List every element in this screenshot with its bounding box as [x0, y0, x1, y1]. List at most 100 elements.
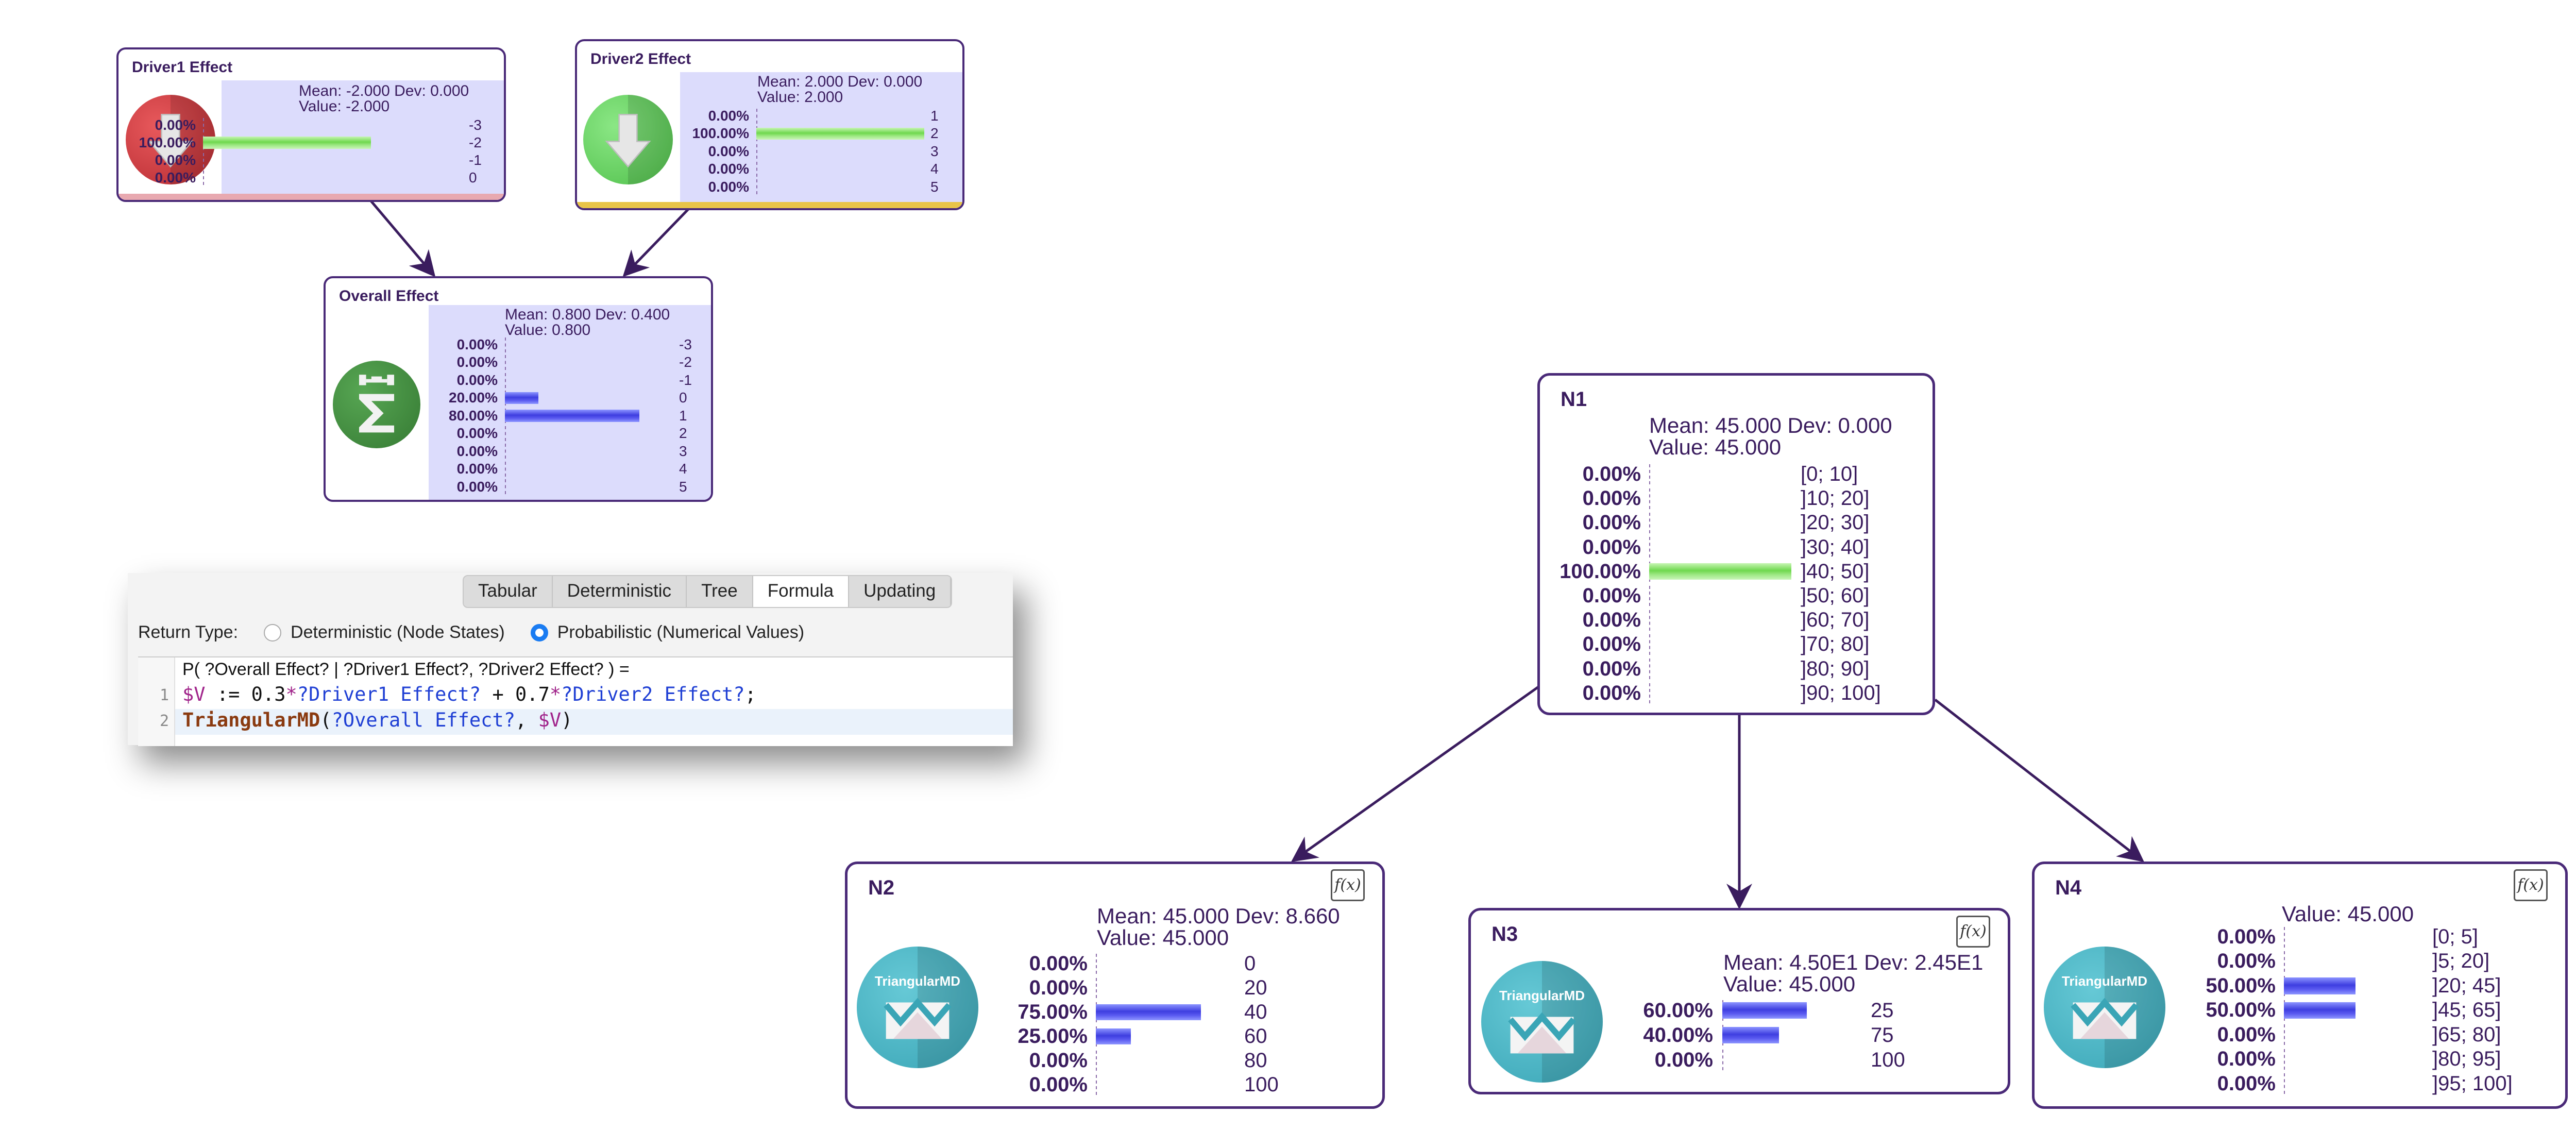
belief-row[interactable]: 0.00%3: [326, 443, 711, 460]
belief-row[interactable]: 0.00%4: [326, 460, 711, 478]
belief-row[interactable]: 100.00%2: [577, 125, 962, 142]
belief-row[interactable]: 40.00%75: [1471, 1023, 2008, 1048]
belief-row[interactable]: 0.00%80: [848, 1049, 1382, 1073]
state-label: -1: [679, 372, 692, 388]
belief-row[interactable]: 50.00%]45; 65]: [2035, 998, 2565, 1022]
belief-row[interactable]: 0.00%]80; 90]: [1540, 657, 1933, 681]
belief-row[interactable]: 0.00%5: [577, 178, 962, 196]
bar-baseline: [505, 426, 506, 441]
node-stats: Mean: 0.800 Dev: 0.400 Value: 0.800: [505, 307, 670, 338]
state-probability: 0.00%: [1582, 487, 1641, 510]
belief-row[interactable]: 0.00%-1: [118, 151, 504, 169]
edge-n1-n4: [1934, 699, 2144, 863]
state-probability: 0.00%: [1582, 511, 1641, 534]
belief-row[interactable]: 0.00%0: [118, 169, 504, 187]
belief-row[interactable]: 0.00%]70; 80]: [1540, 632, 1933, 656]
belief-row[interactable]: 25.00%60: [848, 1024, 1382, 1049]
bar-baseline: [1649, 488, 1650, 509]
node-n1[interactable]: N1 Mean: 45.000 Dev: 0.000 Value: 45.000…: [1537, 373, 1935, 715]
node-driver2-effect[interactable]: Driver2 Effect Mean: 2.000 Dev: 0.000 Va…: [575, 39, 964, 210]
belief-row[interactable]: 20.00%0: [326, 389, 711, 407]
belief-row[interactable]: 0.00%]95; 100]: [2035, 1072, 2565, 1096]
bar-baseline: [2284, 1024, 2285, 1045]
belief-panel: [429, 305, 711, 500]
belief-row[interactable]: 0.00%[0; 5]: [2035, 925, 2565, 949]
belief-row[interactable]: 0.00%100: [1471, 1048, 2008, 1072]
state-label: ]90; 100]: [1801, 681, 1881, 704]
state-probability: 60.00%: [1643, 999, 1713, 1022]
belief-row[interactable]: 0.00%]50; 60]: [1540, 584, 1933, 608]
belief-row[interactable]: 75.00%40: [848, 1000, 1382, 1024]
belief-row[interactable]: 0.00%]65; 80]: [2035, 1023, 2565, 1047]
belief-row[interactable]: 0.00%]20; 30]: [1540, 511, 1933, 535]
belief-row[interactable]: 0.00%]30; 40]: [1540, 535, 1933, 560]
belief-row[interactable]: 0.00%]5; 20]: [2035, 949, 2565, 973]
belief-row[interactable]: 0.00%]60; 70]: [1540, 608, 1933, 632]
state-probability: 0.00%: [1582, 609, 1641, 632]
probability-bar: [1649, 563, 1791, 580]
function-badge-icon[interactable]: f(x): [1956, 916, 1990, 948]
belief-row[interactable]: 0.00%-2: [326, 353, 711, 371]
belief-row[interactable]: 100.00%-2: [118, 134, 504, 151]
state-probability: 0.00%: [456, 425, 498, 442]
deterministic-option-label[interactable]: Deterministic (Node States): [291, 622, 505, 642]
belief-row[interactable]: 50.00%]20; 45]: [2035, 974, 2565, 998]
belief-row[interactable]: 0.00%-3: [118, 116, 504, 134]
state-label: 0: [679, 390, 687, 406]
node-overall-effect[interactable]: Overall Effect Mean: 0.800 Dev: 0.400 Va…: [324, 276, 713, 502]
code-token: ): [561, 709, 573, 731]
bar-baseline: [505, 444, 506, 459]
probability-bar: [505, 410, 639, 422]
tab-updating[interactable]: Updating: [849, 576, 952, 607]
state-label: -1: [469, 152, 482, 168]
state-label: [0; 5]: [2432, 925, 2478, 948]
state-probability: 0.00%: [1654, 1049, 1713, 1071]
probabilistic-radio[interactable]: [530, 623, 548, 641]
belief-row[interactable]: 0.00%-3: [326, 336, 711, 353]
node-n4[interactable]: N4 f(x) TriangularMD Value: 45.000 0.00%…: [2032, 862, 2568, 1109]
belief-row[interactable]: 0.00%1: [577, 107, 962, 125]
function-badge-icon[interactable]: f(x): [2514, 869, 2548, 901]
belief-panel: [680, 72, 962, 208]
node-driver1-effect[interactable]: Driver1 Effect Mean: -2.000 Dev: 0.000 V…: [116, 47, 506, 202]
mean-dev-line: Mean: 0.800 Dev: 0.400: [505, 306, 670, 323]
tab-tree[interactable]: Tree: [687, 576, 753, 607]
bar-baseline: [1649, 513, 1650, 533]
triangular-md-label: TriangularMD: [874, 973, 961, 989]
belief-row[interactable]: 0.00%3: [577, 143, 962, 160]
belief-row[interactable]: 0.00%2: [326, 425, 711, 442]
value-line: Value: -2.000: [299, 98, 390, 115]
tab-formula[interactable]: Formula: [753, 576, 850, 607]
belief-rows: 0.00%[0; 10]0.00%]10; 20]0.00%]20; 30]0.…: [1540, 462, 1933, 705]
belief-row[interactable]: 60.00%25: [1471, 998, 2008, 1023]
belief-row[interactable]: 0.00%[0; 10]: [1540, 462, 1933, 486]
state-label: 80: [1244, 1049, 1267, 1072]
tab-deterministic[interactable]: Deterministic: [553, 576, 687, 607]
bar-baseline: [756, 179, 757, 195]
code-line-2[interactable]: TriangularMD(?Overall Effect?, $V): [182, 709, 572, 731]
code-line-1[interactable]: $V := 0.3*?Driver1 Effect? + 0.7*?Driver…: [182, 683, 756, 705]
belief-row[interactable]: 0.00%4: [577, 160, 962, 178]
belief-row[interactable]: 0.00%]90; 100]: [1540, 681, 1933, 705]
tab-tabular[interactable]: Tabular: [464, 576, 553, 607]
belief-row[interactable]: 0.00%0: [848, 952, 1382, 976]
belief-row[interactable]: 0.00%100: [848, 1073, 1382, 1097]
belief-row[interactable]: 0.00%]10; 20]: [1540, 486, 1933, 511]
belief-row[interactable]: 0.00%]80; 95]: [2035, 1047, 2565, 1071]
bar-baseline: [505, 355, 506, 370]
function-badge-icon[interactable]: f(x): [1331, 869, 1365, 901]
node-n3[interactable]: N3 f(x) TriangularMD Mean: 4.50E1 Dev: 2…: [1468, 908, 2010, 1094]
node-n2[interactable]: N2 f(x) TriangularMD Mean: 45.000 Dev: 8…: [845, 862, 1385, 1109]
state-label: ]95; 100]: [2432, 1072, 2513, 1095]
belief-row[interactable]: 80.00%1: [326, 407, 711, 425]
formula-code-area[interactable]: 1 2 P( ?Overall Effect? | ?Driver1 Effec…: [138, 656, 1013, 746]
belief-row[interactable]: 0.00%20: [848, 976, 1382, 1000]
belief-row[interactable]: 0.00%5: [326, 478, 711, 496]
state-label: 5: [930, 178, 939, 195]
belief-row[interactable]: 100.00%]40; 50]: [1540, 560, 1933, 584]
mean-dev-line: Mean: -2.000 Dev: 0.000: [299, 82, 469, 99]
deterministic-radio[interactable]: [264, 623, 282, 641]
belief-row[interactable]: 0.00%-1: [326, 372, 711, 389]
probabilistic-option-label[interactable]: Probabilistic (Numerical Values): [557, 622, 805, 642]
